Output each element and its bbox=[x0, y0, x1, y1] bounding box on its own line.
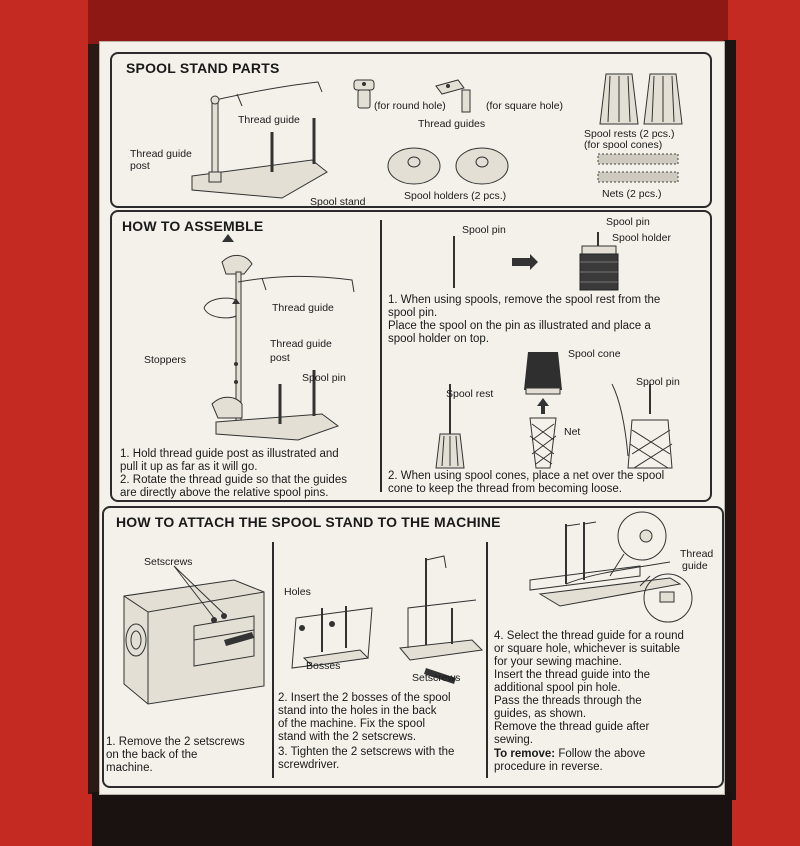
spool-holders-icon bbox=[387, 147, 509, 185]
label-for-square-hole: (for square hole) bbox=[486, 100, 564, 112]
spool-on-pin-illustration bbox=[453, 232, 619, 291]
spool-rests-icon bbox=[599, 73, 683, 125]
attach-step-1: 1. Remove the 2 setscrews on the back of… bbox=[106, 736, 245, 774]
thread-guide-round-icon bbox=[353, 79, 375, 109]
label-stoppers: Stoppers bbox=[144, 354, 187, 366]
spool-cone-illustration bbox=[435, 352, 673, 469]
label-spool-pin-c: Spool pin bbox=[636, 376, 680, 388]
instruction-card: SPOOL STAND PARTS Thread guide Thread gu… bbox=[100, 42, 724, 794]
nets-icon bbox=[597, 153, 679, 183]
box-left-edge bbox=[88, 44, 102, 794]
attach-step-3: 3. Tighten the 2 setscrews with the scre… bbox=[278, 746, 455, 771]
label-holes: Holes bbox=[284, 586, 311, 598]
label-thread-guide: Thread guide bbox=[238, 114, 300, 126]
label-net: Net bbox=[564, 426, 581, 438]
label-spool-rest: Spool rest bbox=[446, 388, 494, 400]
label-thread-guide-1: Thread bbox=[680, 548, 714, 560]
panel-divider bbox=[380, 220, 382, 492]
label-spool-stand: Spool stand bbox=[310, 196, 366, 208]
label-thread-guide: Thread guide bbox=[272, 302, 334, 314]
right-step-1: 1. When using spools, remove the spool r… bbox=[388, 294, 661, 345]
panel-title: SPOOL STAND PARTS bbox=[126, 60, 280, 76]
label-thread-guide-post-2: post bbox=[270, 352, 290, 364]
label-thread-guide-post: Thread guide bbox=[130, 148, 192, 160]
to-remove-note: To remove: Follow the above procedure in… bbox=[494, 748, 646, 773]
label-spool-pin-a: Spool pin bbox=[462, 224, 506, 236]
how-to-attach-panel: HOW TO ATTACH THE SPOOL STAND TO THE MAC… bbox=[102, 506, 724, 788]
box-top-flap bbox=[88, 0, 728, 48]
label-spool-holder: Spool holder bbox=[612, 232, 671, 244]
panel-title: HOW TO ASSEMBLE bbox=[122, 218, 264, 234]
label-nets: Nets (2 pcs.) bbox=[602, 188, 662, 200]
panel-divider-1 bbox=[272, 542, 274, 778]
box-bottom-shadow bbox=[92, 792, 732, 846]
spool-stand-illustration bbox=[191, 81, 328, 199]
right-step-2: 2. When using spool cones, place a net o… bbox=[388, 470, 665, 495]
assemble-illustration bbox=[203, 234, 355, 441]
box-right-edge bbox=[724, 40, 736, 800]
label-thread-guide-post-2: post bbox=[130, 160, 150, 172]
label-spool-pin: Spool pin bbox=[302, 372, 346, 384]
label-spool-rests: Spool rests (2 pcs.) bbox=[584, 128, 675, 140]
bosses-holes-illustration bbox=[291, 555, 484, 684]
label-setscrews: Setscrews bbox=[144, 556, 193, 568]
label-setscrews-2: Setscrews bbox=[412, 672, 461, 684]
label-spool-cone: Spool cone bbox=[568, 348, 621, 360]
attach-step-2: 2. Insert the 2 bosses of the spool stan… bbox=[278, 692, 451, 743]
label-for-spool-cones: (for spool cones) bbox=[584, 139, 663, 151]
assemble-step-2: 2. Rotate the thread guide so that the g… bbox=[120, 474, 347, 499]
attach-step-4: 4. Select the thread guide for a round o… bbox=[494, 630, 684, 746]
how-to-assemble-panel: HOW TO ASSEMBLE Thread guide Thread guid… bbox=[110, 210, 712, 502]
label-spool-holders: Spool holders (2 pcs.) bbox=[404, 190, 507, 202]
thread-guide-square-icon bbox=[435, 79, 471, 113]
spool-stand-parts-panel: SPOOL STAND PARTS Thread guide Thread gu… bbox=[110, 52, 712, 208]
label-thread-guide-2: guide bbox=[682, 560, 708, 572]
label-spool-pin-b: Spool pin bbox=[606, 216, 650, 228]
panel-title: HOW TO ATTACH THE SPOOL STAND TO THE MAC… bbox=[116, 514, 501, 530]
label-thread-guide-post: Thread guide bbox=[270, 338, 332, 350]
label-for-round-hole: (for round hole) bbox=[374, 100, 446, 112]
machine-back-illustration bbox=[123, 565, 265, 705]
thread-guide-machine-illustration bbox=[529, 511, 693, 623]
label-bosses: Bosses bbox=[306, 660, 341, 672]
panel-divider-2 bbox=[486, 542, 488, 778]
label-thread-guides: Thread guides bbox=[418, 118, 486, 130]
assemble-step-1: 1. Hold thread guide post as illustrated… bbox=[120, 448, 339, 473]
